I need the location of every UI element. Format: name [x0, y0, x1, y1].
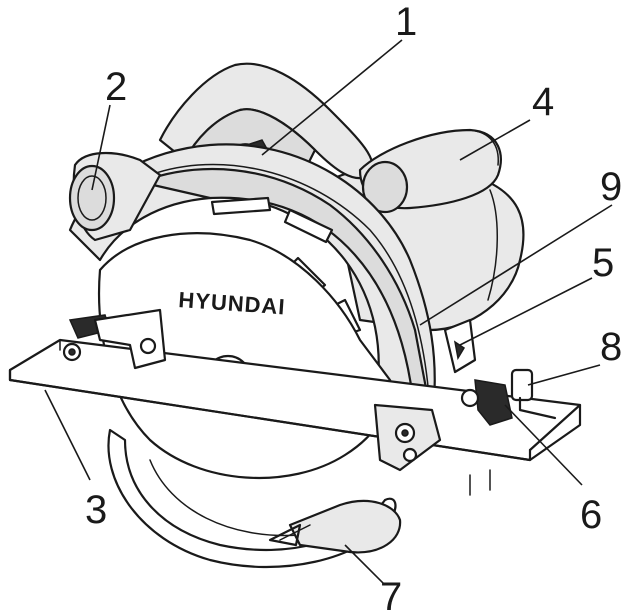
leader-4 — [459, 119, 531, 161]
leader-3 — [44, 389, 91, 481]
rip-fence-knob — [510, 368, 557, 420]
auxiliary-handle — [358, 128, 502, 214]
leader-lines — [44, 39, 613, 586]
callout-6: 6 — [580, 493, 602, 537]
callout-4: 4 — [532, 80, 554, 124]
callout-9: 9 — [600, 165, 622, 209]
front-bracket — [373, 403, 442, 472]
bevel-scale — [443, 318, 477, 374]
guard-lever — [268, 500, 402, 554]
leader-8 — [527, 364, 601, 386]
callout-8: 8 — [600, 325, 622, 369]
leader-6 — [504, 404, 583, 486]
leader-7 — [344, 544, 386, 586]
depth-lever — [62, 308, 167, 370]
callout-numbers: 1 2 3 4 5 6 7 8 9 — [85, 0, 622, 613]
leader-1 — [261, 39, 403, 156]
callout-1: 1 — [395, 0, 417, 44]
callout-2: 2 — [105, 65, 127, 109]
bevel-lock-knob — [460, 379, 513, 426]
leader-5 — [459, 277, 593, 346]
callout-3: 3 — [85, 488, 107, 532]
leader-2 — [91, 104, 111, 191]
leader-9 — [419, 204, 613, 326]
lower-guard — [107, 428, 397, 569]
callout-5: 5 — [592, 241, 614, 285]
dust-port — [68, 151, 162, 242]
callout-7: 7 — [380, 575, 402, 613]
